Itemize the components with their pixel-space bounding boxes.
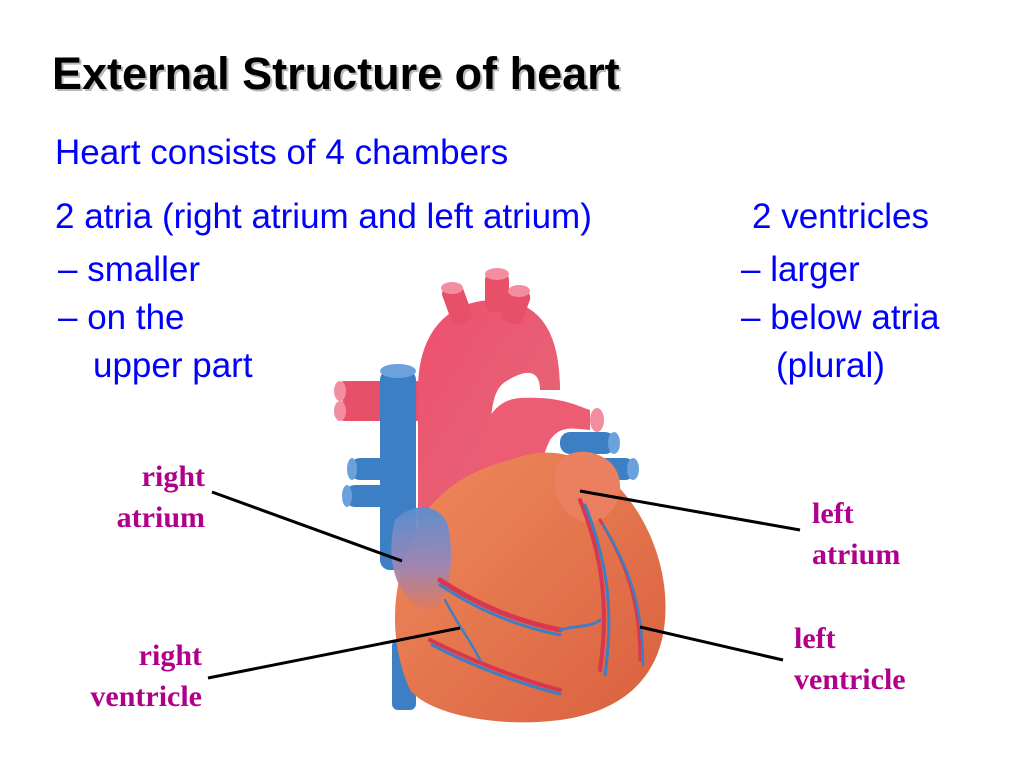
label-left-atrium-line2: atrium bbox=[812, 538, 901, 571]
atria-bullet-smaller: – smaller bbox=[58, 250, 200, 289]
pointer-left-atrium bbox=[579, 489, 801, 532]
pointer-lines bbox=[207, 489, 801, 680]
ventricles-heading: 2 ventricles bbox=[752, 197, 930, 236]
ventricles-bullet-continuation: (plural) bbox=[776, 346, 885, 385]
pointer-right-atrium bbox=[211, 490, 403, 563]
pointer-right-ventricle bbox=[207, 626, 461, 680]
label-right-atrium-line2: atrium bbox=[116, 501, 205, 534]
atria-bullet-continuation: upper part bbox=[93, 346, 253, 385]
label-right-ventricle-line2: ventricle bbox=[90, 680, 202, 713]
left-atrium-shape bbox=[555, 451, 621, 523]
label-left-ventricle: left ventricle bbox=[794, 618, 906, 700]
atria-heading: 2 atria (right atrium and left atrium) bbox=[55, 197, 592, 236]
aorta bbox=[418, 268, 560, 520]
intro-text: Heart consists of 4 chambers bbox=[55, 133, 509, 172]
label-left-ventricle-line1: left bbox=[794, 622, 836, 655]
label-right-atrium: right atrium bbox=[60, 456, 205, 538]
label-right-atrium-line1: right bbox=[141, 460, 205, 493]
ventricles-bullet-below-atria: – below atria bbox=[741, 298, 940, 337]
label-left-atrium: left atrium bbox=[812, 493, 900, 575]
label-right-ventricle: right ventricle bbox=[40, 635, 202, 717]
label-right-ventricle-line1: right bbox=[138, 639, 202, 672]
pointer-left-ventricle bbox=[639, 625, 784, 662]
coronary-vessels bbox=[428, 498, 645, 696]
right-atrium-shape bbox=[391, 507, 451, 612]
label-left-atrium-line1: left bbox=[812, 497, 854, 530]
label-left-ventricle-line2: ventricle bbox=[794, 663, 906, 696]
atria-bullet-on-the: – on the bbox=[58, 298, 185, 337]
slide-title: External Structure of heart bbox=[52, 48, 620, 99]
ventricles-bullet-larger: – larger bbox=[741, 250, 860, 289]
